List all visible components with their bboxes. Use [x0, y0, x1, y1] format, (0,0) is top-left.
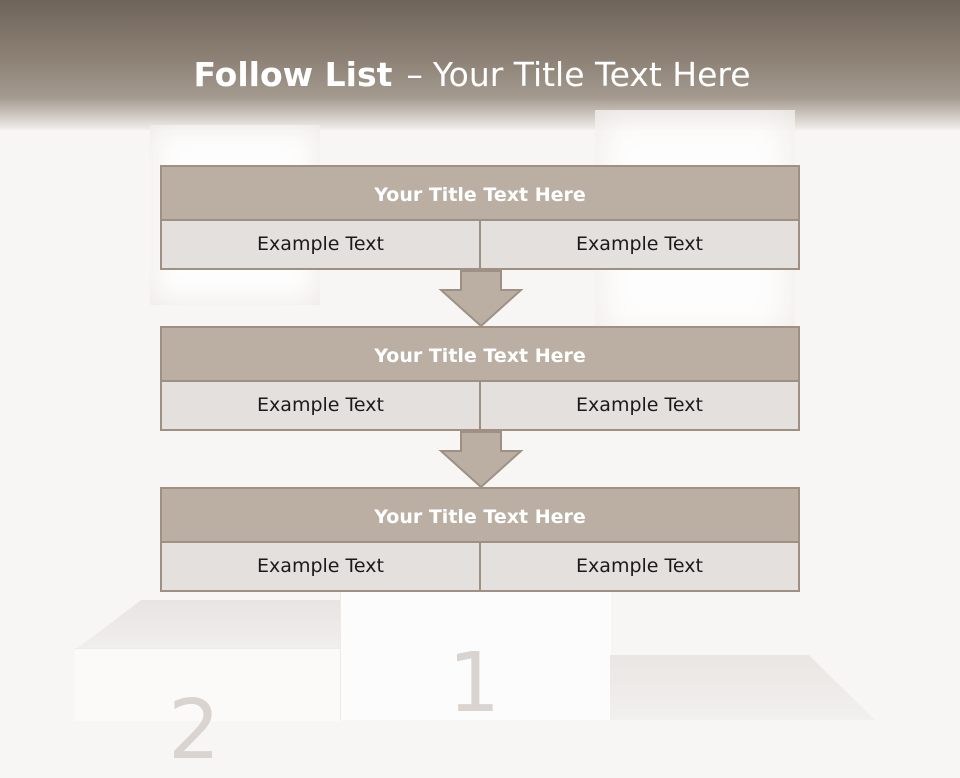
header-bar [0, 0, 960, 130]
step-title: Your Title Text Here [160, 165, 800, 221]
step-cell-left: Example Text [160, 382, 481, 431]
podium-number-2: 2 [168, 683, 221, 778]
podium-first [340, 590, 611, 720]
slide-title: Follow List–Your Title Text Here [0, 52, 944, 98]
step-cell-left: Example Text [160, 543, 481, 592]
down-arrow-icon [438, 431, 524, 489]
down-arrow-icon [438, 270, 524, 328]
podium-second-top [75, 600, 340, 650]
step-cell-right: Example Text [479, 382, 800, 431]
step-row: Example Text Example Text [160, 543, 800, 592]
podium-second-front [75, 648, 340, 721]
podium-number-1: 1 [448, 636, 501, 731]
step-row: Example Text Example Text [160, 382, 800, 431]
step-box-1: Your Title Text Here Example Text Exampl… [160, 165, 800, 270]
slide-title-rest: Your Title Text Here [432, 55, 751, 94]
step-title: Your Title Text Here [160, 326, 800, 382]
step-cell-left: Example Text [160, 221, 481, 270]
step-cell-right: Example Text [479, 221, 800, 270]
step-title: Your Title Text Here [160, 487, 800, 543]
step-box-2: Your Title Text Here Example Text Exampl… [160, 326, 800, 431]
step-box-3: Your Title Text Here Example Text Exampl… [160, 487, 800, 592]
slide-title-dash: – [406, 55, 423, 94]
step-cell-right: Example Text [479, 543, 800, 592]
step-row: Example Text Example Text [160, 221, 800, 270]
podium-third-top [610, 655, 875, 720]
slide-title-bold: Follow List [193, 55, 393, 94]
